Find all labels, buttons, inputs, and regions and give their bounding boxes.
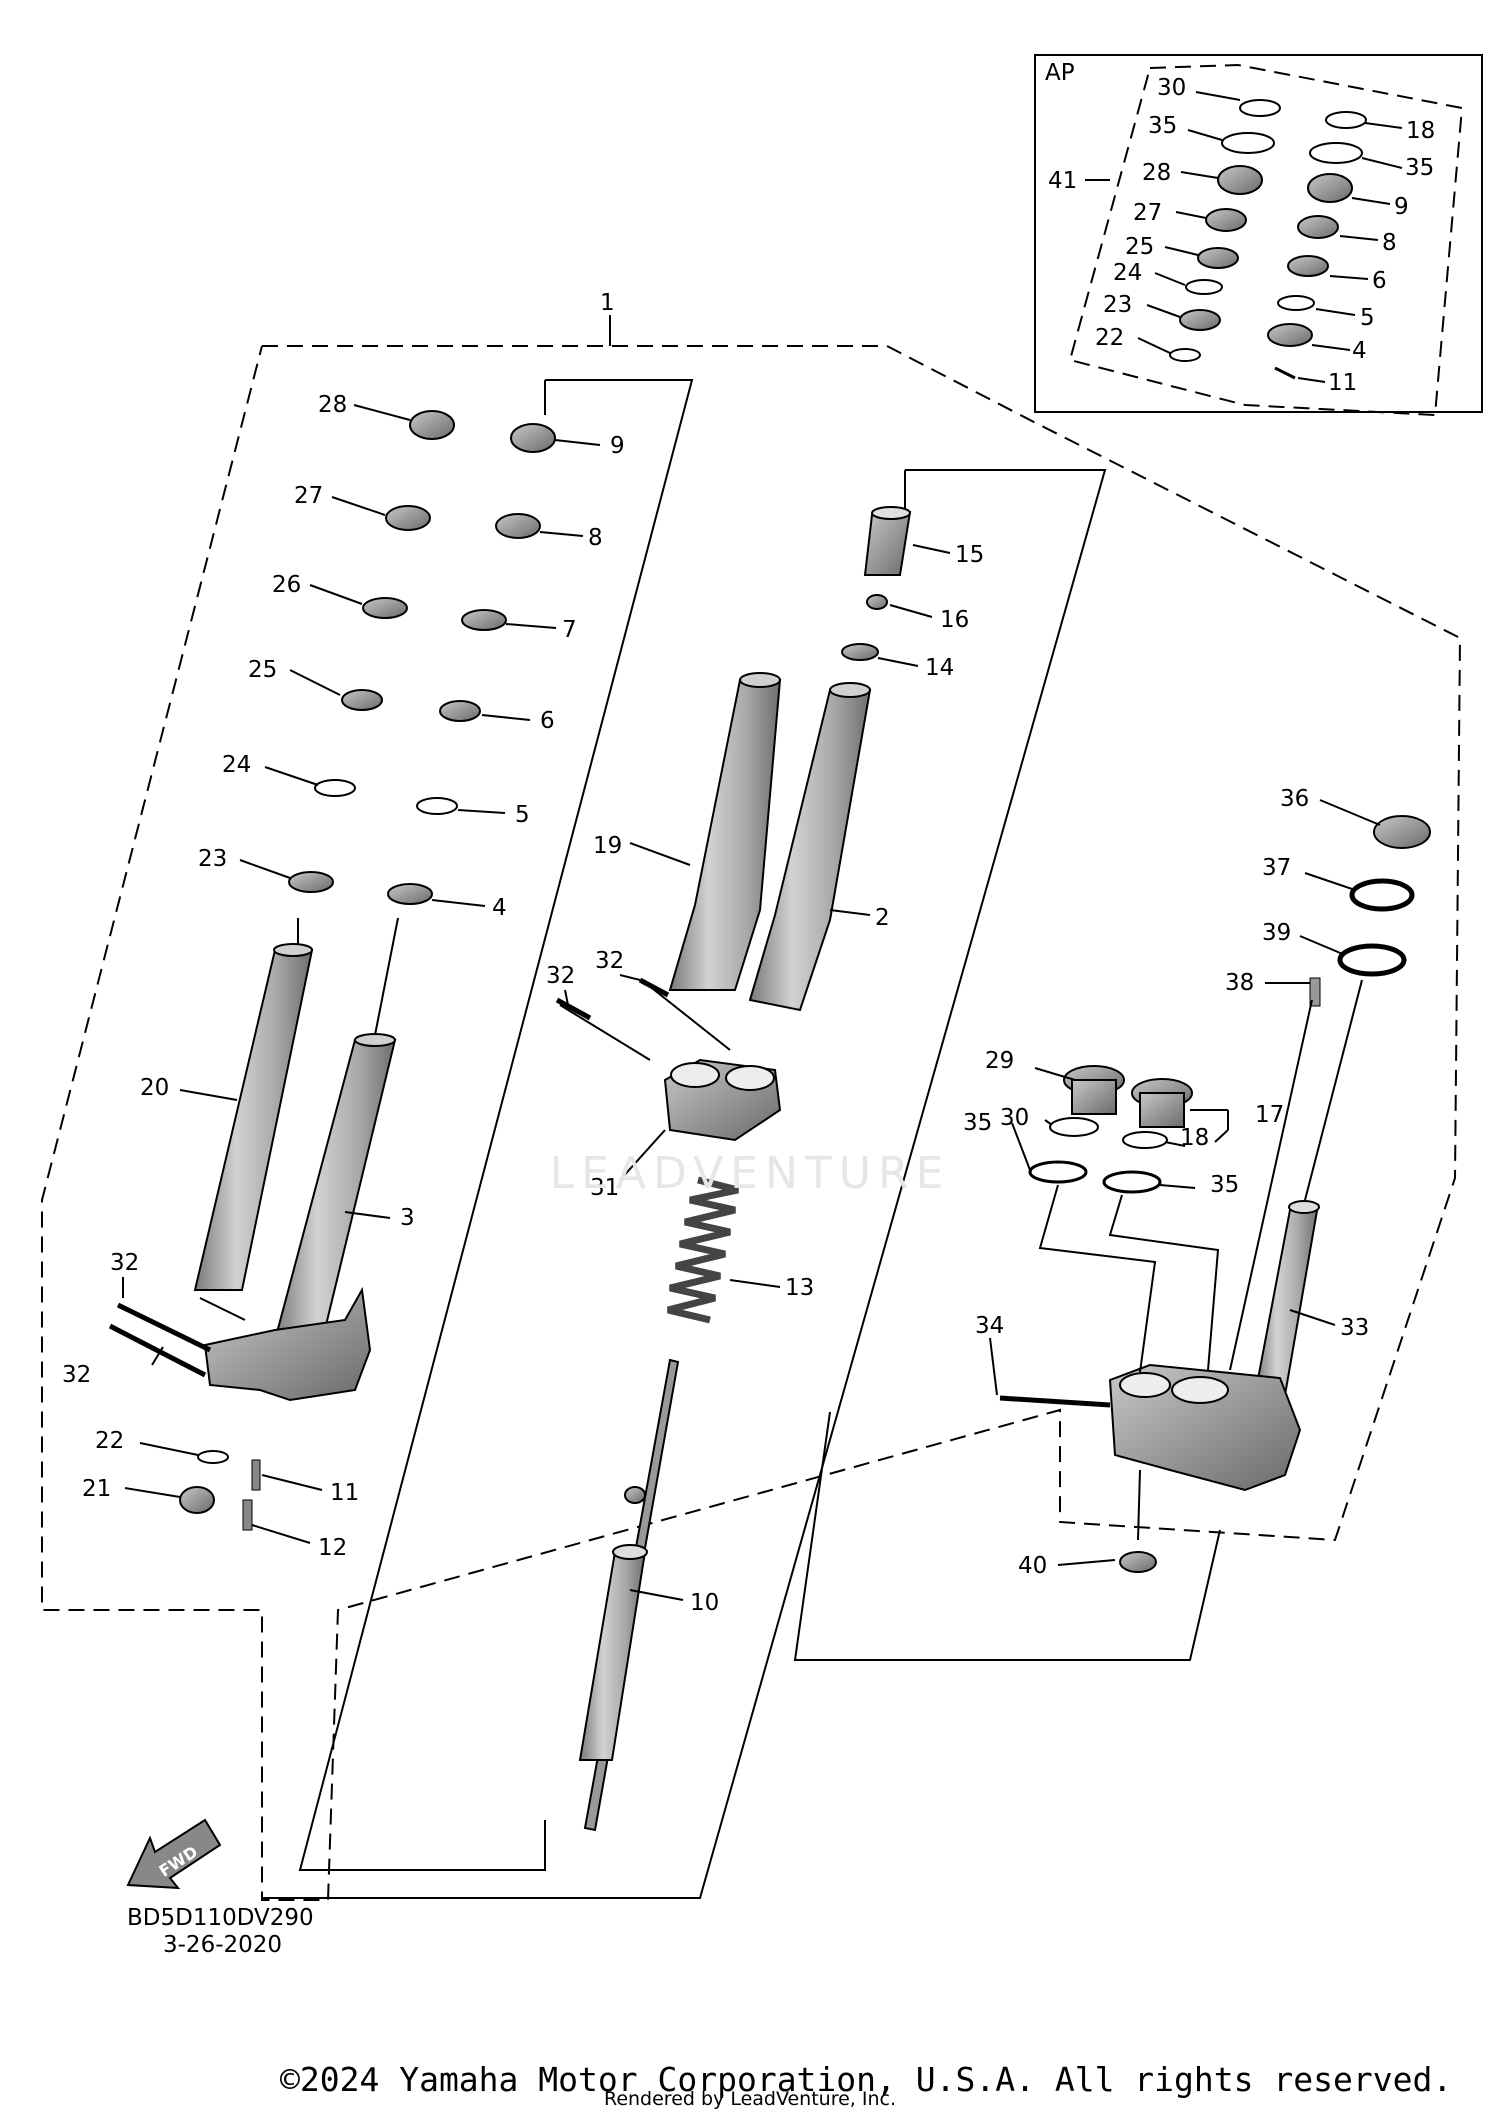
callout-25: 25 xyxy=(1125,234,1154,260)
callout-9: 9 xyxy=(1394,194,1409,220)
callout-30: 30 xyxy=(1000,1105,1029,1131)
callout-32: 32 xyxy=(595,948,624,974)
callout-35: 35 xyxy=(1210,1172,1239,1198)
inset-label: AP xyxy=(1045,60,1075,86)
callout-15: 15 xyxy=(955,542,984,568)
right-group-outline xyxy=(793,1411,1221,1661)
callout-28: 28 xyxy=(1142,160,1171,186)
bearings-right xyxy=(1309,815,1431,1007)
callout-4: 4 xyxy=(1352,338,1367,364)
callout-4: 4 xyxy=(492,895,507,921)
callout-32: 32 xyxy=(546,963,575,989)
copyright-notice: ©2024 Yamaha Motor Corporation, U.S.A. A… xyxy=(280,2060,1453,2099)
drawing-code: BD5D110DV290 xyxy=(127,1905,314,1931)
damper-rod xyxy=(578,1358,680,1832)
callout-18: 18 xyxy=(1180,1125,1209,1151)
callout-11: 11 xyxy=(1328,370,1357,396)
inset-parts xyxy=(1169,99,1367,380)
center-top-parts xyxy=(841,506,912,661)
callout-16: 16 xyxy=(940,607,969,633)
callout-39: 39 xyxy=(1262,920,1291,946)
callout-23: 23 xyxy=(198,846,227,872)
bushings-right xyxy=(1028,1065,1193,1194)
fork-tubes-center xyxy=(668,672,872,1012)
callout-33: 33 xyxy=(1340,1315,1369,1341)
callout-7: 7 xyxy=(562,617,577,643)
steering-stem xyxy=(999,979,1363,1573)
callout-32: 32 xyxy=(62,1362,91,1388)
callout-10: 10 xyxy=(690,1590,719,1616)
left-group-outline xyxy=(298,379,694,1871)
callout-2: 2 xyxy=(875,905,890,931)
assembly-outline xyxy=(41,345,1462,1901)
spring xyxy=(667,1176,739,1324)
callout-37: 37 xyxy=(1262,855,1291,881)
callout-24: 24 xyxy=(222,752,251,778)
callout-24: 24 xyxy=(1113,260,1142,286)
callout-28: 28 xyxy=(318,392,347,418)
callout-5: 5 xyxy=(515,802,530,828)
drawing-date: 3-26-2020 xyxy=(163,1932,282,1958)
center-group-outline xyxy=(262,469,1107,1899)
callout-8: 8 xyxy=(1382,230,1397,256)
callout-35: 35 xyxy=(1148,113,1177,139)
callout-9: 9 xyxy=(610,433,625,459)
fork-tubes-left xyxy=(193,917,399,1402)
clamp-center xyxy=(555,977,782,1142)
callout-23: 23 xyxy=(1103,292,1132,318)
callout-34: 34 xyxy=(975,1313,1004,1339)
callout-27: 27 xyxy=(294,483,323,509)
callout-22: 22 xyxy=(95,1428,124,1454)
callout-11: 11 xyxy=(330,1480,359,1506)
callout-12: 12 xyxy=(318,1535,347,1561)
bushings-left xyxy=(288,410,556,905)
callout-6: 6 xyxy=(540,708,555,734)
callout-41: 41 xyxy=(1048,168,1077,194)
callout-18: 18 xyxy=(1406,118,1435,144)
callout-27: 27 xyxy=(1133,200,1162,226)
callout-labels: 1 28 9 27 8 26 7 25 6 24 5 23 4 20 3 32 … xyxy=(62,75,1435,1616)
callout-35: 35 xyxy=(963,1110,992,1136)
callout-36: 36 xyxy=(1280,786,1309,812)
callout-40: 40 xyxy=(1018,1553,1047,1579)
callout-32: 32 xyxy=(110,1250,139,1276)
callout-14: 14 xyxy=(925,655,954,681)
callout-17: 17 xyxy=(1255,1102,1284,1128)
callout-8: 8 xyxy=(588,525,603,551)
callout-30: 30 xyxy=(1157,75,1186,101)
callout-20: 20 xyxy=(140,1075,169,1101)
fwd-arrow-icon: FWD xyxy=(126,1818,222,1890)
rendered-by: Rendered by LeadVenture, Inc. xyxy=(603,2088,897,2110)
watermark: LEADVENTURE xyxy=(549,1148,951,1199)
callout-1: 1 xyxy=(600,290,615,316)
callout-6: 6 xyxy=(1372,268,1387,294)
callout-3: 3 xyxy=(400,1205,415,1231)
callout-25: 25 xyxy=(248,657,277,683)
inset-box: AP xyxy=(1034,54,1483,417)
callout-22: 22 xyxy=(1095,325,1124,351)
callout-13: 13 xyxy=(785,1275,814,1301)
callout-29: 29 xyxy=(985,1048,1014,1074)
callout-26: 26 xyxy=(272,572,301,598)
small-parts-lower-left xyxy=(179,1450,261,1531)
callout-5: 5 xyxy=(1360,305,1375,331)
callout-38: 38 xyxy=(1225,970,1254,996)
callout-31: 31 xyxy=(590,1175,619,1201)
bolts-left xyxy=(108,1302,212,1378)
callout-19: 19 xyxy=(593,833,622,859)
callout-35: 35 xyxy=(1405,155,1434,181)
callout-21: 21 xyxy=(82,1476,111,1502)
leader-lines xyxy=(122,91,1403,1601)
